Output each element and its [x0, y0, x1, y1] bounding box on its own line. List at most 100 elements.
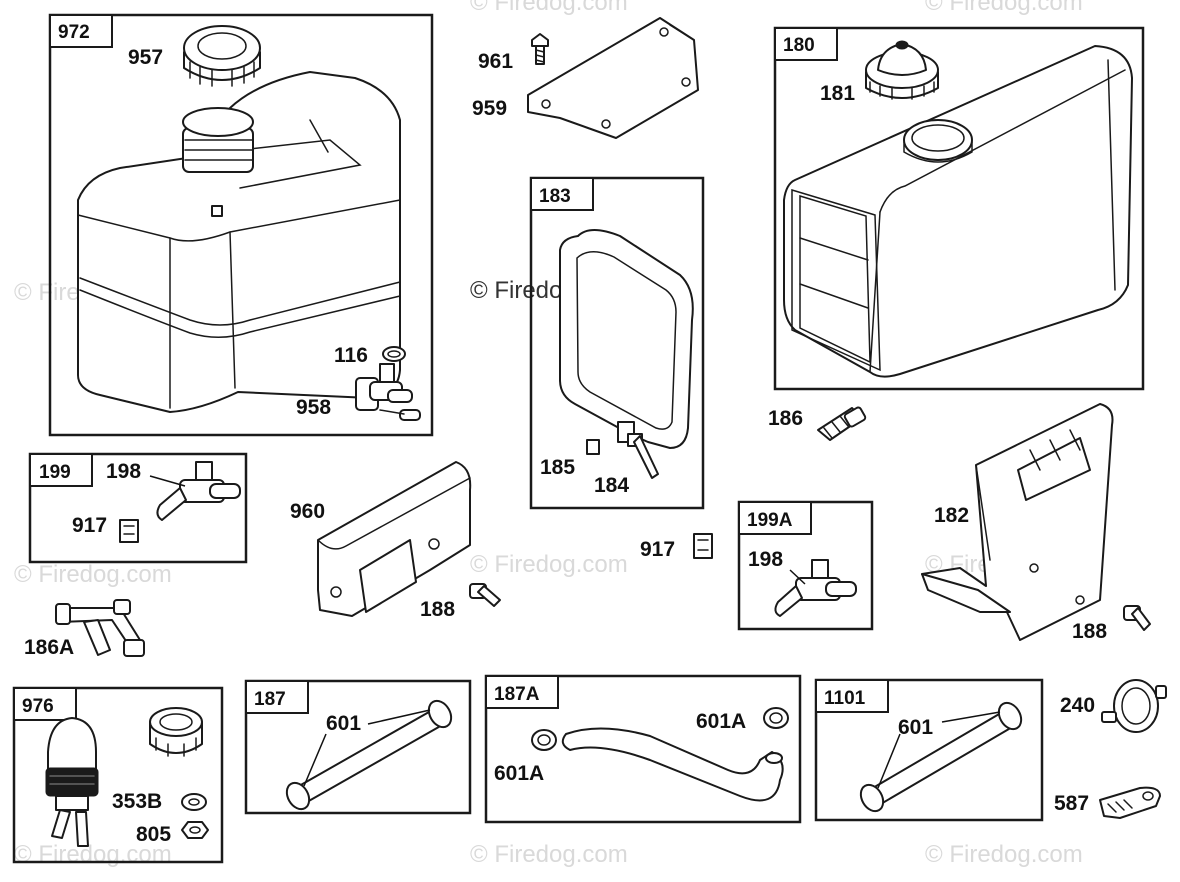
label-116: 116 — [334, 344, 368, 367]
clip-587 — [1099, 786, 1161, 819]
nut-805-hole — [189, 826, 201, 834]
label-958: 958 — [296, 396, 331, 419]
bracket-182 — [921, 403, 1114, 641]
group-972: 972 957 116 — [48, 13, 434, 437]
label-805: 805 — [136, 823, 171, 846]
group-187a-number: 187A — [494, 684, 540, 705]
group-1101-number: 1101 — [824, 688, 866, 709]
watermark: © Firedog.com — [470, 551, 628, 578]
label-185: 185 — [540, 456, 575, 479]
group-1101-frame — [814, 678, 1044, 822]
group-180-number: 180 — [783, 35, 815, 56]
group-187a: 187A — [484, 674, 802, 824]
screw-188 — [469, 583, 501, 607]
fuel-filter — [45, 717, 99, 847]
group-183-tag — [530, 177, 594, 211]
valve-198-b — [774, 559, 857, 617]
group-1101-tag — [815, 679, 889, 713]
clamp-601-upper — [427, 699, 453, 729]
hose-end — [765, 752, 783, 764]
label-961: 961 — [478, 50, 513, 73]
o-ring-116 — [382, 346, 406, 362]
label-917-right: 917 — [640, 538, 675, 561]
label-240: 240 — [1060, 694, 1095, 717]
label-182: 182 — [934, 504, 969, 527]
label-957: 957 — [128, 46, 163, 69]
label-184: 184 — [594, 474, 629, 497]
clamp-601-lower — [285, 781, 311, 811]
metal-tank — [783, 45, 1133, 378]
washer-353b — [181, 793, 207, 811]
fuel-hose-187a — [561, 727, 784, 802]
fuel-cap-957 — [183, 25, 261, 87]
label-601a-right: 601A — [696, 710, 746, 733]
group-199a-number: 199A — [747, 510, 793, 531]
o-ring-116-inner — [387, 350, 401, 358]
group-183-number: 183 — [539, 186, 571, 207]
label-587: 587 — [1054, 792, 1089, 815]
watermark: © Firedog.com — [925, 0, 1083, 16]
fuel-pump-240 — [1101, 679, 1167, 733]
heat-shield-960 — [317, 461, 472, 617]
group-199-number: 199 — [39, 462, 71, 483]
group-972-number: 972 — [58, 22, 90, 43]
clip-917-right — [693, 533, 713, 559]
clamp-601-lower-b — [859, 783, 885, 813]
group-199a-tag — [738, 501, 812, 535]
group-976-number: 976 — [22, 696, 54, 717]
fitting-186 — [817, 406, 867, 441]
tee-fitting-186a — [55, 599, 145, 657]
label-959: 959 — [472, 97, 507, 120]
watermark: © Firedog.com — [14, 841, 172, 868]
label-181: 181 — [820, 82, 855, 105]
group-199-frame — [28, 452, 248, 564]
group-976-tag — [13, 687, 77, 721]
nut-805 — [181, 821, 209, 839]
bracket-959 — [527, 17, 699, 139]
fuel-cap-181 — [865, 40, 939, 100]
clip-917-right-detail — [697, 539, 709, 551]
label-601-b: 601 — [898, 716, 933, 739]
washer-353b-inner — [188, 798, 200, 806]
clip-917 — [119, 519, 139, 543]
group-187-number: 187 — [254, 689, 286, 710]
label-601: 601 — [326, 712, 361, 735]
clamp-601-upper-b — [997, 701, 1023, 731]
group-972-frame — [48, 13, 434, 437]
label-353b: 353B — [112, 790, 162, 813]
screw-188-right — [1123, 605, 1151, 631]
watermark: © Firedog.com — [470, 841, 628, 868]
valve-198 — [156, 461, 241, 521]
group-187a-tag — [485, 675, 559, 709]
bolt-184 — [627, 433, 659, 479]
group-183-frame — [529, 176, 705, 510]
plastic-tank — [77, 71, 401, 413]
label-188-right: 188 — [1072, 620, 1107, 643]
group-187: 187 — [244, 679, 472, 815]
label-186: 186 — [768, 407, 803, 430]
label-601a-left: 601A — [494, 762, 544, 785]
label-917: 917 — [72, 514, 107, 537]
fuel-line-187 — [290, 707, 446, 807]
group-180-frame — [773, 26, 1145, 391]
clamp-601a-left — [531, 729, 557, 751]
label-188-middle: 188 — [420, 598, 455, 621]
group-187-frame — [244, 679, 472, 815]
group-976: 976 — [12, 686, 224, 864]
fuel-line-1101 — [864, 709, 1016, 809]
filter-cap — [149, 707, 203, 757]
watermark: © Firedog.com — [470, 0, 628, 16]
group-199a: 199A — [737, 500, 874, 631]
shutoff-valve-958 — [355, 363, 421, 421]
label-186a: 186A — [24, 636, 74, 659]
group-976-frame — [12, 686, 224, 864]
group-187-tag — [245, 680, 309, 714]
group-183: 183 — [529, 176, 705, 510]
group-187a-frame — [484, 674, 802, 824]
nut-185 — [586, 439, 600, 455]
clamp-601a-right — [763, 707, 789, 729]
group-199: 199 — [28, 452, 248, 564]
label-198: 198 — [106, 460, 141, 483]
watermark: © Firedog.com — [14, 561, 172, 588]
